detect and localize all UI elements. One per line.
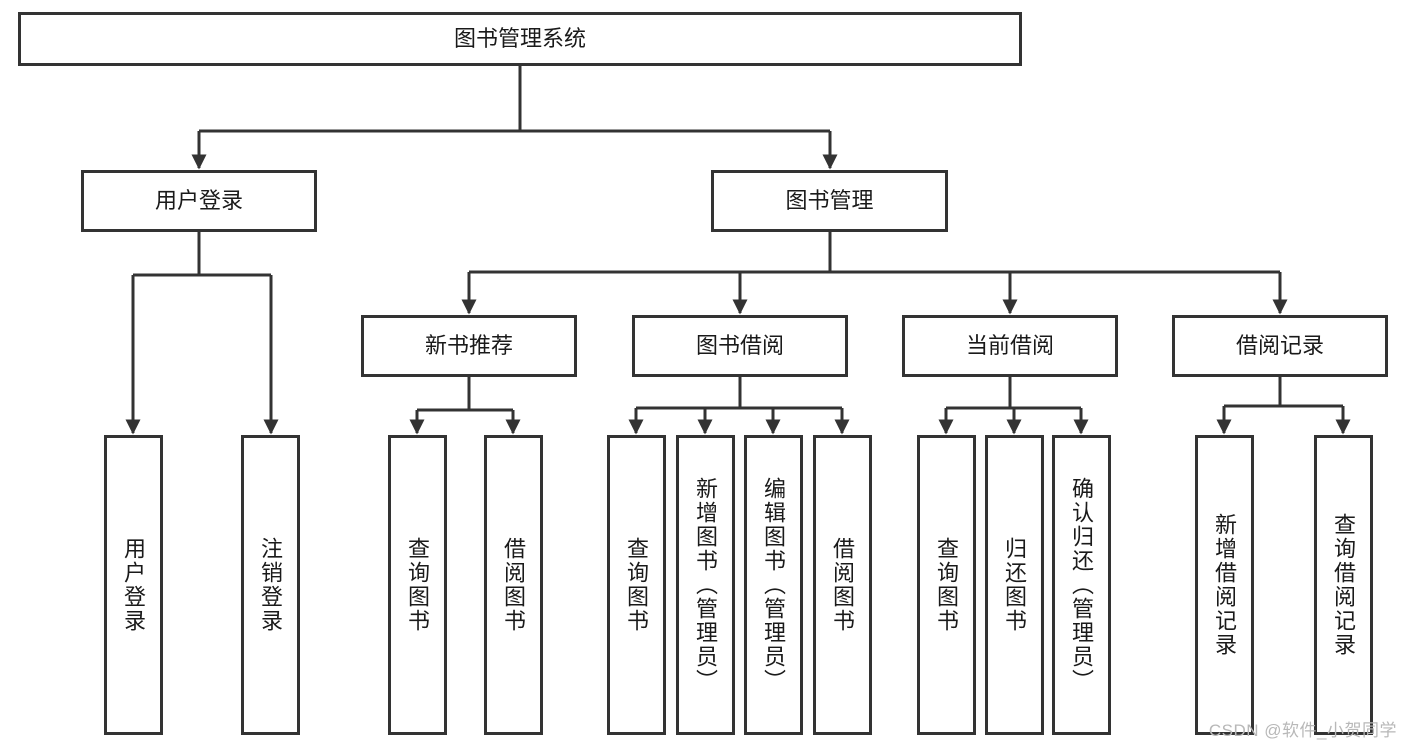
leaf-borrow-edit-book[interactable]: 编辑图书（管理员） (744, 435, 803, 735)
node-label: 新增借阅记录 (1212, 513, 1238, 657)
node-label: 查询图书 (934, 537, 960, 633)
leaf-user-login[interactable]: 用户登录 (104, 435, 163, 735)
node-label: 图书借阅 (695, 332, 784, 358)
node-borrow-record[interactable]: 借阅记录 (1172, 315, 1388, 377)
leaf-current-query-book[interactable]: 查询图书 (917, 435, 976, 735)
node-label: 注销登录 (258, 537, 284, 633)
node-label: 用户登录 (154, 187, 243, 213)
leaf-record-add[interactable]: 新增借阅记录 (1195, 435, 1254, 735)
leaf-user-logout[interactable]: 注销登录 (241, 435, 300, 735)
node-label: 查询图书 (405, 537, 431, 633)
leaf-current-return-book[interactable]: 归还图书 (985, 435, 1044, 735)
node-label: 查询借阅记录 (1331, 513, 1357, 657)
node-label: 借阅记录 (1235, 332, 1324, 358)
node-label: 归还图书 (1002, 537, 1028, 633)
node-label: 借阅图书 (830, 537, 856, 633)
node-new-book-recommend[interactable]: 新书推荐 (361, 315, 577, 377)
leaf-current-confirm-return[interactable]: 确认归还（管理员） (1052, 435, 1111, 735)
leaf-borrow-add-book[interactable]: 新增图书（管理员） (676, 435, 735, 735)
node-label: 图书管理系统 (453, 25, 586, 51)
node-label: 新增图书（管理员） (693, 477, 719, 693)
node-current-borrow[interactable]: 当前借阅 (902, 315, 1118, 377)
leaf-record-query[interactable]: 查询借阅记录 (1314, 435, 1373, 735)
node-root-system[interactable]: 图书管理系统 (18, 12, 1022, 66)
leaf-borrow-lend-book[interactable]: 借阅图书 (813, 435, 872, 735)
node-book-management[interactable]: 图书管理 (711, 170, 948, 232)
node-book-borrow[interactable]: 图书借阅 (632, 315, 848, 377)
leaf-borrow-query-book[interactable]: 查询图书 (607, 435, 666, 735)
leaf-new-borrow-book[interactable]: 借阅图书 (484, 435, 543, 735)
node-label: 编辑图书（管理员） (761, 477, 787, 693)
node-label: 确认归还（管理员） (1069, 477, 1095, 693)
node-label: 用户登录 (121, 537, 147, 633)
node-label: 查询图书 (624, 537, 650, 633)
node-label: 借阅图书 (501, 537, 527, 633)
node-label: 当前借阅 (965, 332, 1054, 358)
node-label: 图书管理 (785, 187, 874, 213)
node-label: 新书推荐 (424, 332, 513, 358)
node-user-login[interactable]: 用户登录 (81, 170, 317, 232)
csdn-watermark: CSDN @软件_小贺同学 (1208, 721, 1397, 740)
leaf-new-query-book[interactable]: 查询图书 (388, 435, 447, 735)
